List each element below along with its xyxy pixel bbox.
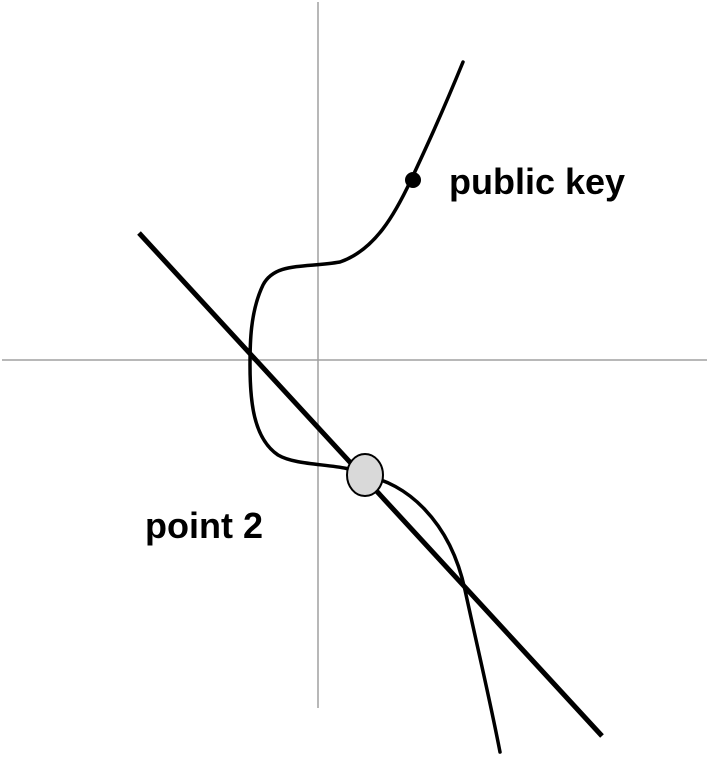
public-key-label: public key: [449, 161, 625, 202]
elliptic-curve: [248, 60, 502, 754]
point-2-label: point 2: [145, 505, 263, 546]
public-key-point: [405, 172, 421, 188]
point-2-marker: [346, 453, 384, 497]
